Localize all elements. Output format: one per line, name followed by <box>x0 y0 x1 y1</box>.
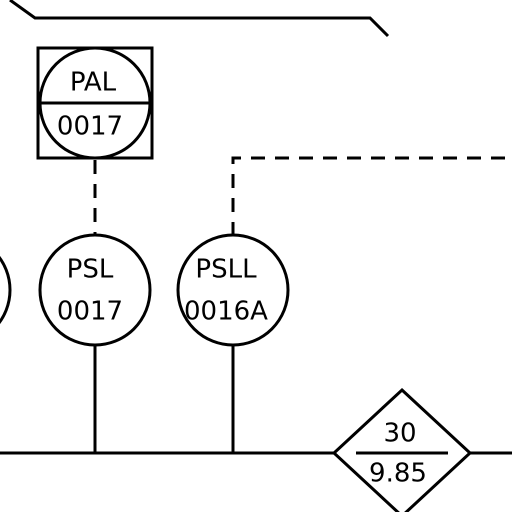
partial-instrument-bubble <box>0 255 12 325</box>
top-process-line <box>9 0 390 38</box>
pal-tag-top: PAL <box>70 68 117 98</box>
diamond-top-value: 30 <box>383 419 416 449</box>
signal-line-psll <box>231 156 512 236</box>
pal-tag-number: 0017 <box>57 112 123 142</box>
diamond-bottom-value: 9.85 <box>369 459 427 489</box>
psl-bubble <box>38 233 152 347</box>
psl-tag-top: PSL <box>67 255 114 285</box>
psl-tag-number: 0017 <box>57 297 123 327</box>
psll-tag-top: PSLL <box>195 255 257 285</box>
psll-bubble <box>176 233 290 347</box>
psll-tag-number: 0016A <box>184 297 268 327</box>
diamond-tag <box>331 387 473 512</box>
